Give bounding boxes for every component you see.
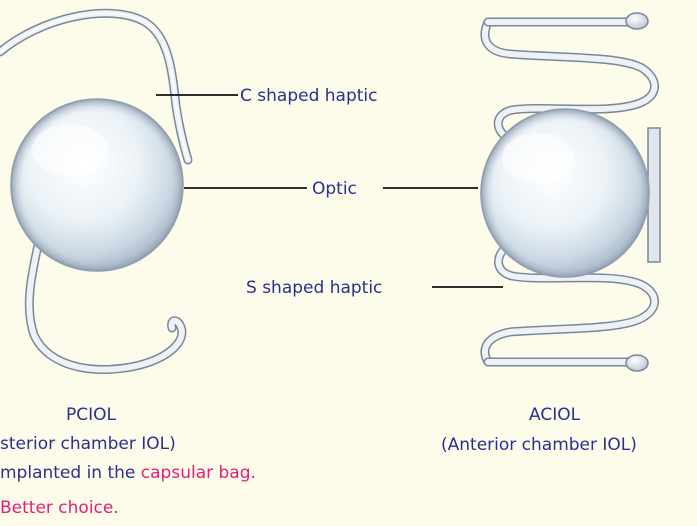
c-haptic-label: C shaped haptic [240, 86, 378, 106]
pciol-note-highlight: capsular bag. [141, 463, 256, 483]
pciol-note: mplanted in the capsular bag. [0, 463, 256, 483]
pciol-note-2: Better choice. [0, 498, 119, 518]
aciol-title: ACIOL [529, 405, 581, 425]
aciol-optic [481, 109, 649, 277]
pciol-note-prefix: mplanted in the [0, 463, 141, 483]
pciol-lens [0, 13, 188, 369]
optic-label: Optic [312, 179, 357, 199]
pciol-subtitle: sterior chamber IOL) [0, 434, 176, 454]
pciol-title: PCIOL [66, 405, 117, 425]
aciol-subtitle: (Anterior chamber IOL) [441, 435, 637, 455]
aciol-lens [481, 13, 660, 371]
s-haptic-label: S shaped haptic [246, 278, 382, 298]
pciol-optic [11, 99, 183, 271]
aciol-side-plate [648, 128, 660, 262]
